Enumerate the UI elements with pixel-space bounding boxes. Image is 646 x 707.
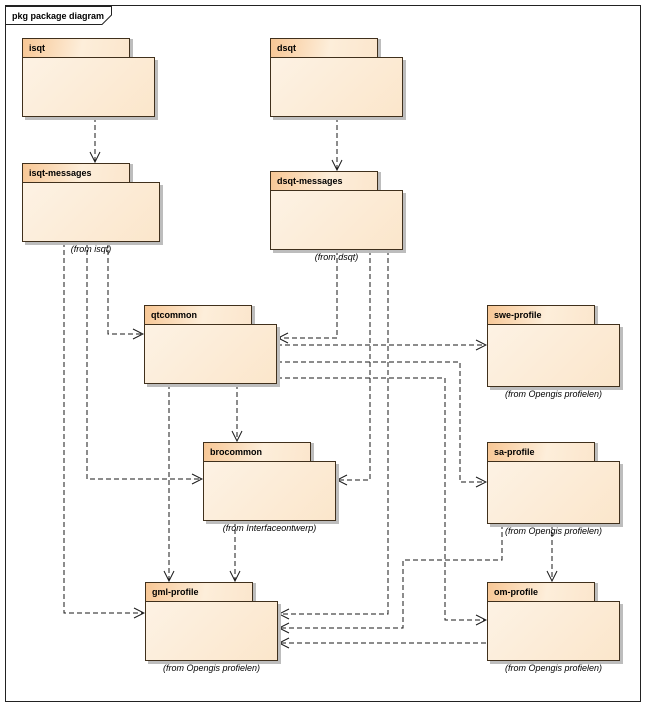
package-isqt-messages[interactable]: isqt-messages (from isqt): [22, 163, 160, 254]
package-name: brocommon: [210, 447, 263, 457]
package-name: qtcommon: [151, 310, 197, 320]
package-from-label: (from Opengis profielen): [504, 663, 603, 673]
package-body[interactable]: [203, 461, 336, 521]
package-body[interactable]: [487, 461, 620, 524]
dependency-arrow-isqt-messages-to-brocommon: [86, 242, 202, 479]
package-name: gml-profile: [152, 587, 199, 597]
package-tab[interactable]: qtcommon: [144, 305, 252, 324]
package-body[interactable]: [144, 324, 277, 384]
package-brocommon[interactable]: brocommon (from Interfaceontwerp): [203, 442, 336, 533]
package-dsqt[interactable]: dsqt: [270, 38, 403, 117]
package-name: dsqt: [277, 43, 296, 53]
diagram-frame-border: [5, 5, 641, 702]
package-body[interactable]: [22, 57, 155, 117]
package-tab[interactable]: dsqt-messages: [270, 171, 378, 190]
package-name: om-profile: [494, 587, 538, 597]
dependency-arrow-dsqt-messages-to-gml-profile: [279, 250, 389, 614]
package-body[interactable]: [22, 182, 160, 242]
package-body[interactable]: [270, 190, 403, 250]
package-sa-profile[interactable]: sa-profile (from Opengis profielen): [487, 442, 620, 536]
package-from-label: (from dsqt): [314, 252, 359, 262]
dependency-arrow-sa-profile-to-gml-profile: [279, 524, 503, 628]
package-name: dsqt-messages: [277, 176, 343, 186]
package-tab[interactable]: dsqt: [270, 38, 378, 57]
package-tab[interactable]: swe-profile: [487, 305, 595, 324]
package-dsqt-messages[interactable]: dsqt-messages (from dsqt): [270, 171, 403, 262]
package-tab[interactable]: gml-profile: [145, 582, 253, 601]
package-name: swe-profile: [494, 310, 542, 320]
package-from-label: (from Opengis profielen): [504, 389, 603, 399]
package-from-label: (from Interfaceontwerp): [222, 523, 317, 533]
package-tab[interactable]: brocommon: [203, 442, 311, 461]
dependency-arrow-qtcommon-to-sa-profile: [277, 361, 486, 482]
frame-title: pkg package diagram: [12, 11, 104, 21]
package-name: isqt-messages: [29, 168, 92, 178]
package-body[interactable]: [487, 601, 620, 661]
package-tab[interactable]: isqt: [22, 38, 130, 57]
package-tab[interactable]: sa-profile: [487, 442, 595, 461]
package-qtcommon[interactable]: qtcommon: [144, 305, 277, 384]
dependency-arrow-isqt-messages-to-gml-profile: [63, 242, 144, 613]
package-om-profile[interactable]: om-profile (from Opengis profielen): [487, 582, 620, 673]
package-tab[interactable]: isqt-messages: [22, 163, 130, 182]
package-swe-profile[interactable]: swe-profile (from Opengis profielen): [487, 305, 620, 399]
package-gml-profile[interactable]: gml-profile (from Opengis profielen): [145, 582, 278, 673]
package-from-label: (from Opengis profielen): [504, 526, 603, 536]
dependency-arrow-dsqt-messages-to-qtcommon: [278, 250, 338, 338]
package-name: sa-profile: [494, 447, 535, 457]
package-body[interactable]: [487, 324, 620, 387]
package-tab[interactable]: om-profile: [487, 582, 595, 601]
frame-title-tab: [5, 6, 112, 25]
dependency-arrow-isqt-messages-to-qtcommon: [107, 242, 143, 334]
package-from-label: (from Opengis profielen): [162, 663, 261, 673]
package-body[interactable]: [270, 57, 403, 117]
dependency-arrow-dsqt-messages-to-brocommon: [337, 250, 371, 480]
package-isqt[interactable]: isqt: [22, 38, 155, 117]
package-body[interactable]: [145, 601, 278, 661]
package-name: isqt: [29, 43, 46, 53]
package-from-label: (from isqt): [70, 244, 112, 254]
dependency-arrow-qtcommon-to-om-profile: [277, 377, 486, 620]
